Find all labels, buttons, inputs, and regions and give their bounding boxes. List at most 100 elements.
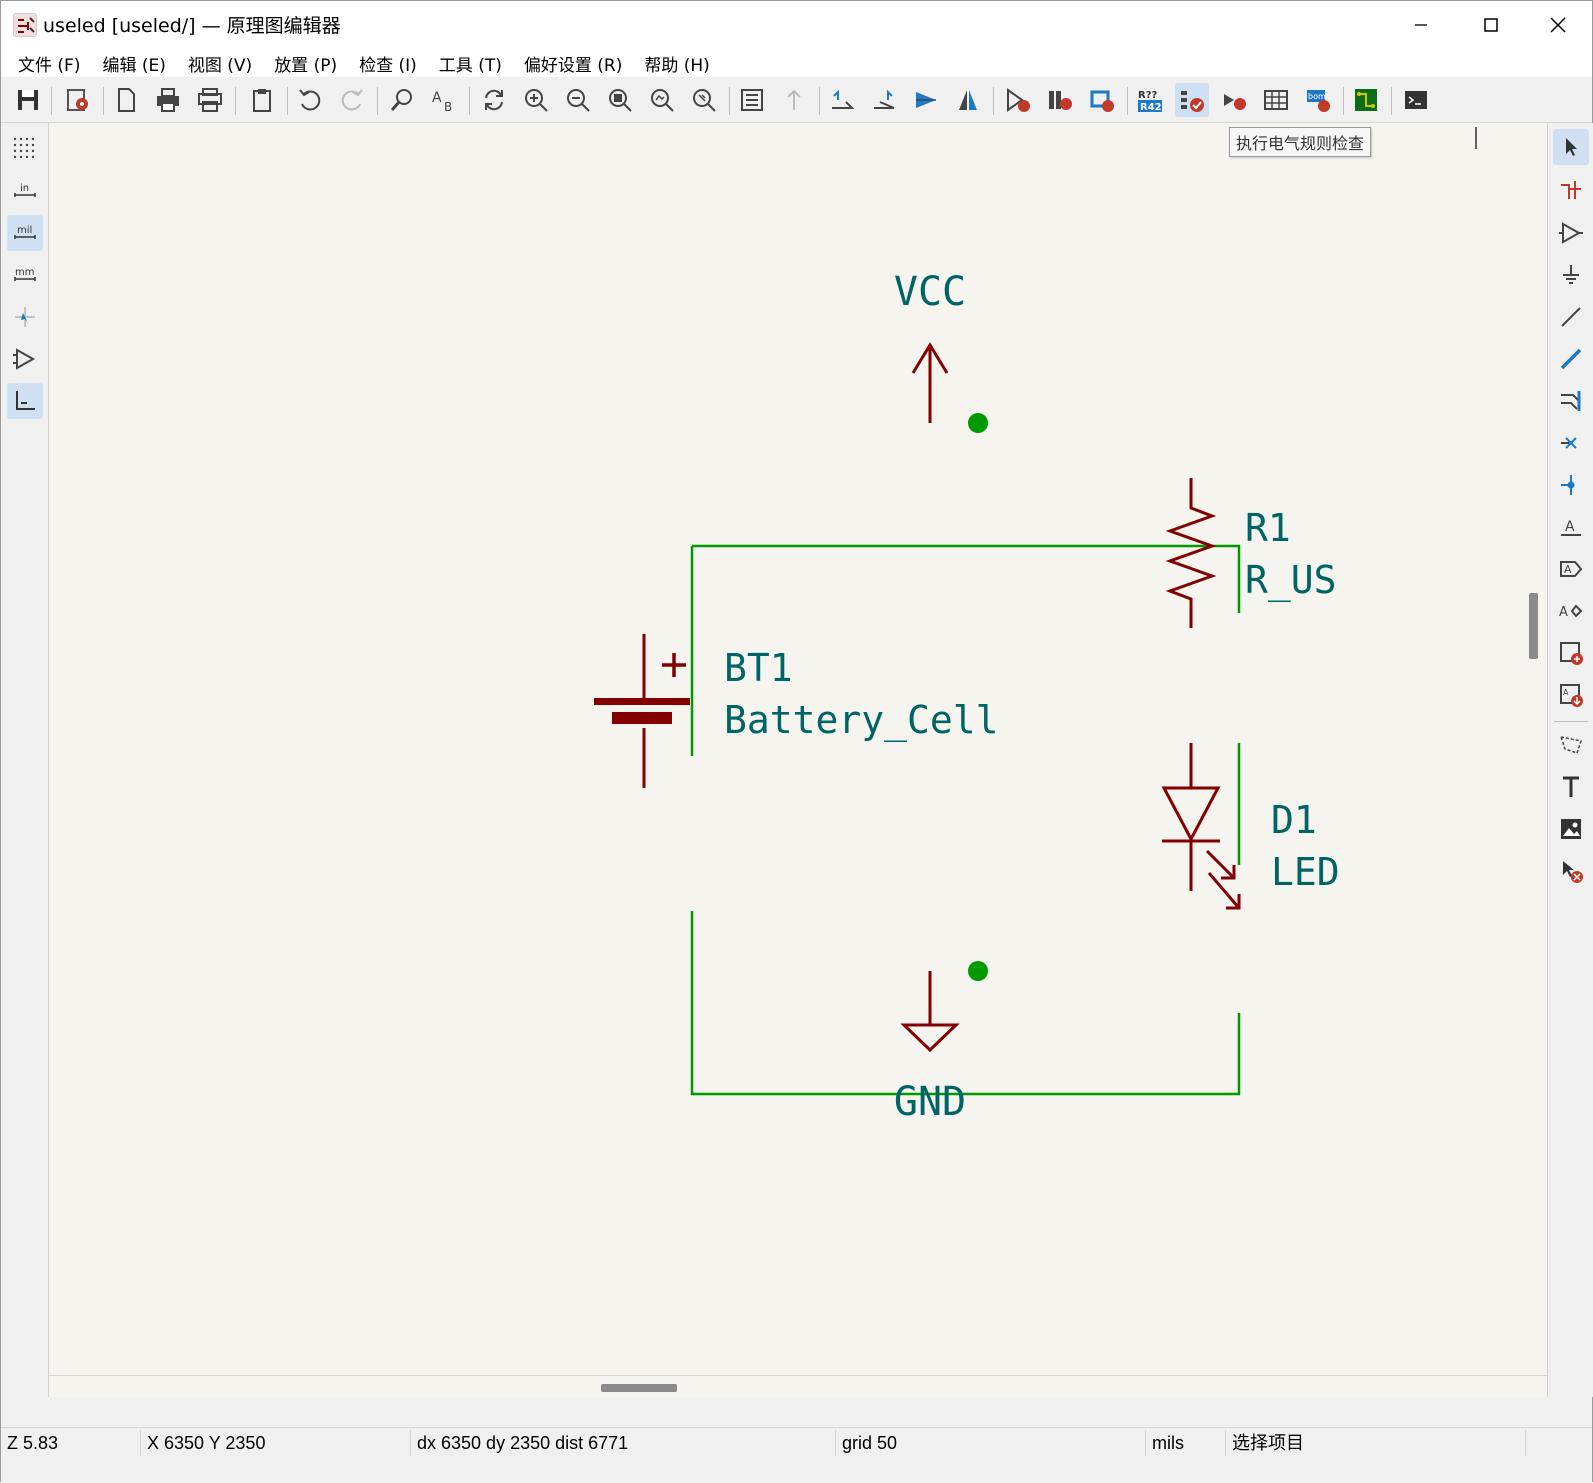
bulk-edit-fields-icon[interactable] (1259, 83, 1293, 117)
hierarchy-navigator-icon[interactable] (735, 83, 769, 117)
vcc-label: VCC (894, 269, 966, 315)
gnd-label: GND (894, 1079, 966, 1125)
add-sheet-icon[interactable] (1553, 635, 1589, 671)
page-settings-icon[interactable] (109, 83, 143, 117)
menu-inspect[interactable]: 检查 (I) (359, 55, 417, 76)
rotate-cw-icon[interactable] (867, 83, 901, 117)
symbol-editor-icon[interactable] (1001, 83, 1035, 117)
erc-icon[interactable] (1175, 83, 1209, 117)
menu-help[interactable]: 帮助 (H) (644, 55, 710, 76)
undo-icon[interactable] (293, 83, 327, 117)
grid-toggle-icon[interactable] (7, 131, 43, 167)
left-toolbar: in mil mm (1, 123, 49, 1397)
add-symbol-icon[interactable] (1553, 215, 1589, 251)
vertical-scroll-thumb[interactable] (1529, 593, 1538, 659)
svg-text:A: A (1563, 688, 1569, 697)
status-zoom: Z 5.83 (1, 1430, 141, 1456)
assign-footprints-icon[interactable] (1217, 83, 1251, 117)
close-button[interactable] (1523, 1, 1593, 49)
units-mm-button[interactable]: mm (7, 257, 43, 293)
add-hierarchical-label-icon[interactable]: A (1553, 593, 1589, 629)
save-icon[interactable] (11, 83, 45, 117)
add-graphic-lines-icon[interactable] (1553, 727, 1589, 763)
delete-tool-icon[interactable] (1553, 853, 1589, 889)
redo-icon (335, 83, 369, 117)
led-symbol (1161, 743, 1241, 910)
print-icon[interactable] (151, 83, 185, 117)
annotate-icon[interactable]: R??R42 (1133, 83, 1167, 117)
status-coords: X 6350 Y 2350 (141, 1430, 411, 1456)
menu-bar: 文件 (F) 编辑 (E) 视图 (V) 放置 (P) 检查 (I) 工具 (T… (1, 49, 1592, 77)
add-label-icon[interactable]: A (1553, 509, 1589, 545)
units-mils-button[interactable]: mil (7, 215, 43, 251)
mirror-vertical-icon[interactable] (909, 83, 943, 117)
schematic-canvas[interactable]: VCC GND BT1 Battery_Cell R1 R_US (49, 123, 1547, 1375)
maximize-button[interactable] (1456, 1, 1526, 49)
bom-icon[interactable]: bom (1301, 83, 1335, 117)
svg-text:R42: R42 (1140, 102, 1162, 113)
svg-text:mm: mm (15, 267, 34, 278)
symbol-library-browser-icon[interactable] (1043, 83, 1077, 117)
horizontal-scroll-thumb[interactable] (601, 1384, 677, 1392)
rotate-ccw-icon[interactable] (825, 83, 859, 117)
schematic-setup-icon[interactable] (61, 83, 95, 117)
menu-edit[interactable]: 编辑 (E) (102, 55, 166, 76)
footprint-editor-icon[interactable] (1085, 83, 1119, 117)
highlight-net-icon[interactable] (1553, 171, 1589, 207)
plot-icon[interactable] (193, 83, 227, 117)
zoom-fit-icon[interactable] (603, 83, 637, 117)
mirror-horizontal-icon[interactable] (951, 83, 985, 117)
add-junction-icon[interactable] (1553, 467, 1589, 503)
refresh-icon[interactable] (477, 83, 511, 117)
right-toolbar: A A A A (1547, 123, 1593, 1397)
import-sheet-pin-icon[interactable]: A (1553, 677, 1589, 713)
status-units: mils (1146, 1430, 1226, 1456)
zoom-selection-icon[interactable] (687, 83, 721, 117)
resistor-symbol (1165, 478, 1217, 628)
add-global-label-icon[interactable]: A (1553, 551, 1589, 587)
zoom-in-icon[interactable] (519, 83, 553, 117)
select-tool-icon[interactable] (1553, 129, 1589, 165)
pcb-editor-icon[interactable] (1349, 83, 1383, 117)
battery-symbol (594, 634, 690, 788)
cursor-crosshair-icon[interactable] (7, 299, 43, 335)
menu-place[interactable]: 放置 (P) (274, 55, 338, 76)
status-bar: Z 5.83 X 6350 Y 2350 dx 6350 dy 2350 dis… (1, 1397, 1592, 1483)
hidden-pins-icon[interactable] (7, 341, 43, 377)
add-image-icon[interactable] (1553, 811, 1589, 847)
units-inches-button[interactable]: in (7, 173, 43, 209)
add-bus-icon[interactable] (1553, 341, 1589, 377)
menu-tools[interactable]: 工具 (T) (438, 55, 502, 76)
zoom-objects-icon[interactable] (645, 83, 679, 117)
battery-ref: BT1 (724, 646, 793, 690)
svg-text:A: A (1559, 605, 1568, 620)
svg-text:in: in (20, 183, 29, 194)
menu-file[interactable]: 文件 (F) (18, 55, 81, 76)
find-icon[interactable] (385, 83, 419, 117)
status-grid: grid 50 (836, 1430, 1146, 1456)
wire-angle-mode-icon[interactable] (7, 383, 43, 419)
status-mode: 选择项目 (1226, 1430, 1526, 1456)
minimize-button[interactable] (1386, 1, 1456, 49)
resistor-ref: R1 (1245, 506, 1291, 550)
leave-sheet-icon (777, 83, 811, 117)
add-wire-icon[interactable] (1553, 299, 1589, 335)
paste-icon[interactable] (245, 83, 279, 117)
menu-view[interactable]: 视图 (V) (187, 55, 253, 76)
add-bus-entry-icon[interactable] (1553, 383, 1589, 419)
title-bar: useled [useled/] — 原理图编辑器 (1, 1, 1592, 49)
horizontal-scrollbar[interactable] (49, 1375, 1547, 1397)
menu-preferences[interactable]: 偏好设置 (R) (523, 55, 623, 76)
zoom-out-icon[interactable] (561, 83, 595, 117)
svg-text:bom: bom (1308, 92, 1326, 101)
window-title: useled [useled/] — 原理图编辑器 (43, 15, 341, 37)
add-text-icon[interactable] (1553, 769, 1589, 805)
add-power-icon[interactable] (1553, 257, 1589, 293)
kicad-eeschema-icon (13, 13, 37, 37)
led-ref: D1 (1271, 798, 1317, 842)
wires (690, 544, 1241, 1096)
add-no-connect-icon[interactable] (1553, 425, 1589, 461)
scripting-console-icon[interactable] (1399, 83, 1433, 117)
